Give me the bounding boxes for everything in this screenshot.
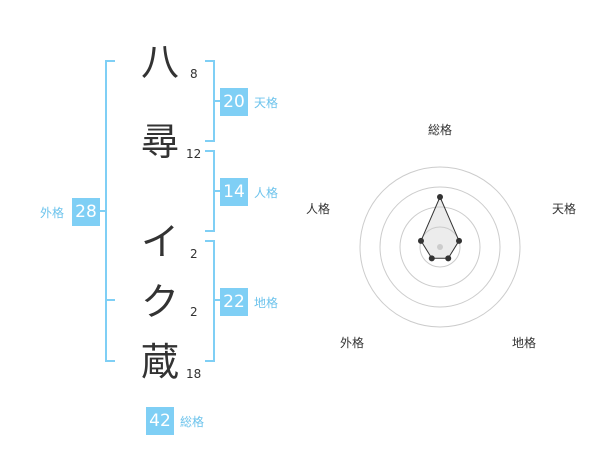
- tenkaku-badge: 20: [220, 88, 248, 116]
- name-char-5: 蔵: [140, 340, 179, 384]
- chikaku-badge: 22: [220, 288, 248, 316]
- radar-rings: [359, 166, 521, 328]
- tenkaku-label: 天格: [254, 96, 279, 110]
- radar-ring-2: [399, 206, 481, 288]
- radar-point-1: [456, 237, 463, 244]
- radar-axis-label-jinkaku: 人格: [306, 201, 330, 216]
- radar-point-0: [437, 194, 443, 200]
- chikaku-label: 地格: [254, 296, 279, 310]
- gaikaku-label: 外格: [40, 206, 65, 220]
- radar-ring-4: [359, 166, 521, 328]
- gaikaku-divider-tick: [105, 299, 115, 301]
- fortune-radar-chart: 総格 天格 地格 外格 人格: [306, 122, 576, 350]
- stroke-count-2: 12: [186, 147, 202, 161]
- stroke-count-3: 2: [190, 247, 198, 261]
- gaikaku-badge: 28: [72, 198, 100, 226]
- radar-point-3: [428, 255, 435, 262]
- name-char-1: 八: [140, 40, 179, 84]
- jinkaku-bracket-tick: [213, 190, 220, 192]
- radar-axis-label-gaikaku: 外格: [340, 335, 364, 350]
- radar-axis-label-soukaku: 総格: [428, 122, 452, 137]
- radar-point-4: [417, 237, 424, 244]
- radar-ring-1: [419, 226, 461, 268]
- stroke-count-4: 2: [190, 305, 198, 319]
- chikaku-bracket-tick: [213, 299, 220, 301]
- tenkaku-bracket-tick: [213, 100, 220, 102]
- jinkaku-badge: 14: [220, 178, 248, 206]
- soukaku-badge: 42: [146, 407, 174, 435]
- name-char-4: ク: [140, 280, 179, 324]
- radar-center-dot: [437, 244, 443, 250]
- radar-axis-label-chikaku: 地格: [512, 335, 536, 350]
- gaikaku-bracket: [105, 60, 115, 362]
- radar-points: [417, 194, 463, 262]
- name-char-3: イ: [140, 220, 179, 264]
- radar-axis-label-tenkaku: 天格: [552, 201, 576, 216]
- gaikaku-bracket-tick: [98, 210, 105, 212]
- radar-polygon: [420, 195, 460, 259]
- jinkaku-label: 人格: [254, 186, 279, 200]
- stroke-count-1: 8: [190, 67, 198, 81]
- chikaku-bracket: [205, 240, 215, 362]
- radar-point-2: [445, 255, 452, 262]
- name-char-2: 尋: [140, 120, 179, 164]
- stroke-count-5: 18: [186, 367, 202, 381]
- soukaku-label: 総格: [180, 415, 205, 429]
- radar-ring-3: [379, 186, 501, 308]
